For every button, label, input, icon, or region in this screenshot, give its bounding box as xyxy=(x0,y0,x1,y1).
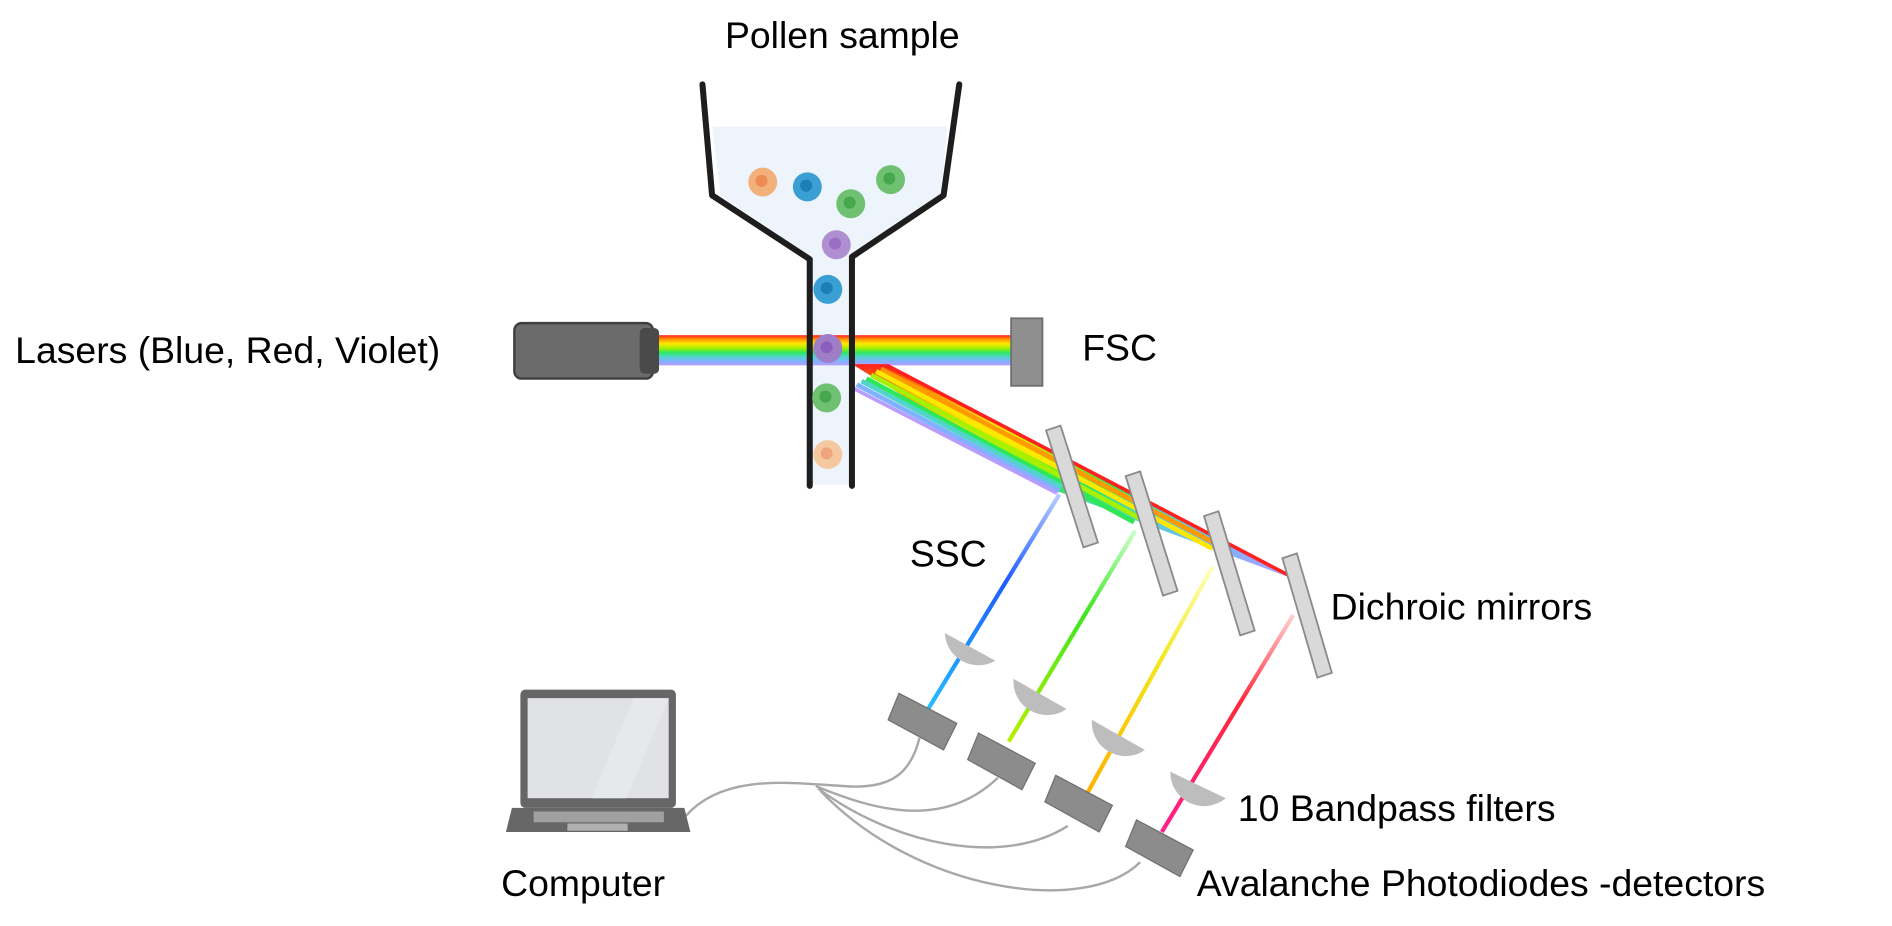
pollen-particle xyxy=(812,383,842,413)
avalanche-photodiodes xyxy=(887,692,1194,878)
pollen-sample-label: Pollen sample xyxy=(725,14,960,56)
dichroic-mirror xyxy=(1202,510,1256,637)
computer-label: Computer xyxy=(501,862,665,904)
pollen-particle xyxy=(836,189,866,219)
dichroic-mirror xyxy=(1281,552,1333,679)
cables xyxy=(684,737,1141,892)
pollen-particle xyxy=(813,333,843,363)
pollen-particles xyxy=(748,165,906,470)
fsc-detector xyxy=(1010,317,1044,387)
bandpass-filter xyxy=(1170,771,1226,807)
laser-device xyxy=(513,321,660,380)
yellow-channel xyxy=(1084,565,1215,797)
bandpass-filter xyxy=(1091,719,1145,757)
dichroic-mirrors-label: Dichroic mirrors xyxy=(1331,586,1593,628)
pollen-particle xyxy=(813,274,843,304)
laptop-icon xyxy=(505,689,691,832)
pollen-particle xyxy=(876,165,906,195)
bandpass-filters-label: 10 Bandpass filters xyxy=(1238,787,1556,829)
photodiode-detector xyxy=(887,692,958,751)
ssc-channel xyxy=(924,493,1062,713)
lasers-label: Lasers (Blue, Red, Violet) xyxy=(15,329,440,371)
dichroic-mirror xyxy=(1044,424,1100,549)
photodiode-detector xyxy=(1124,819,1194,878)
bandpass-filter xyxy=(1013,678,1067,716)
bandpass-filters xyxy=(944,633,1226,807)
fsc-label: FSC xyxy=(1082,327,1157,369)
pollen-particle xyxy=(792,172,822,202)
sample-fluid xyxy=(712,126,948,485)
ssc-label: SSC xyxy=(910,533,987,575)
photodiode-detector xyxy=(1044,774,1114,833)
pollen-particle xyxy=(821,230,851,260)
funnel-left-wall xyxy=(699,81,813,489)
dichroic-mirrors xyxy=(1044,424,1333,679)
photodiode-detector xyxy=(966,732,1037,791)
detectors-label: Avalanche Photodiodes -detectors xyxy=(1197,862,1765,904)
pollen-particle xyxy=(748,167,778,197)
bandpass-filter xyxy=(944,633,996,666)
dichroic-mirror xyxy=(1124,470,1179,597)
funnel-right-wall xyxy=(848,81,963,489)
pollen-particle xyxy=(813,440,843,470)
scattered-beam-stripes xyxy=(852,363,1290,577)
green-channel xyxy=(1006,529,1138,743)
